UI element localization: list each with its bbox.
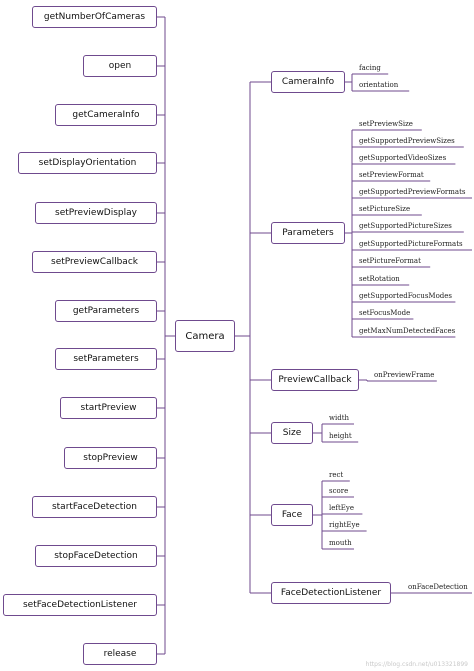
leaf-right-eye: rightEye <box>329 521 360 529</box>
leaf-get-supported-picture-sizes: getSupportedPictureSizes <box>359 222 452 230</box>
group-node-face-detection-listener: FaceDetectionListener <box>271 582 391 604</box>
group-node-camera-info: CameraInfo <box>271 71 345 93</box>
method-node-set-display-orientation: setDisplayOrientation <box>18 152 157 174</box>
leaf-score: score <box>329 487 349 495</box>
leaf-width: width <box>329 414 350 422</box>
group-node-preview-callback: PreviewCallback <box>271 369 359 391</box>
watermark: https://blog.csdn.net/u013321899 <box>365 661 468 668</box>
leaf-facing: facing <box>359 64 381 72</box>
method-node-get-parameters: getParameters <box>55 300 157 322</box>
method-node-open: open <box>83 55 157 77</box>
leaf-on-face-detection: onFaceDetection <box>408 583 468 591</box>
method-node-stop-preview: stopPreview <box>64 447 157 469</box>
leaf-get-max-num-detected-faces: getMaxNumDetectedFaces <box>359 327 456 335</box>
method-node-release: release <box>83 643 157 665</box>
method-node-stop-face-detection: stopFaceDetection <box>35 545 157 567</box>
leaf-set-preview-size: setPreviewSize <box>359 120 413 128</box>
leaf-get-supported-video-sizes: getSupportedVideoSizes <box>359 154 447 162</box>
method-node-get-number-of-cameras: getNumberOfCameras <box>32 6 157 28</box>
leaf-on-preview-frame: onPreviewFrame <box>374 371 435 379</box>
group-node-face: Face <box>271 504 313 526</box>
leaf-set-rotation: setRotation <box>359 275 400 283</box>
leaf-get-supported-focus-modes: getSupportedFocusModes <box>359 292 453 300</box>
leaf-get-supported-preview-formats: getSupportedPreviewFormats <box>359 188 466 196</box>
leaf-rect: rect <box>329 471 344 479</box>
group-node-size: Size <box>271 422 313 444</box>
leaf-get-supported-preview-sizes: getSupportedPreviewSizes <box>359 137 455 145</box>
leaf-get-supported-picture-formats: getSupportedPictureFormats <box>359 240 463 248</box>
method-node-set-face-detection-listener: setFaceDetectionListener <box>3 594 157 616</box>
method-node-set-preview-callback: setPreviewCallback <box>32 251 157 273</box>
center-node-camera: Camera <box>175 320 235 352</box>
leaf-set-focus-mode: setFocusMode <box>359 309 411 317</box>
method-node-start-face-detection: startFaceDetection <box>32 496 157 518</box>
group-node-parameters: Parameters <box>271 222 345 244</box>
method-node-set-preview-display: setPreviewDisplay <box>35 202 157 224</box>
leaf-set-picture-format: setPictureFormat <box>359 257 421 265</box>
leaf-set-picture-size: setPictureSize <box>359 205 411 213</box>
method-node-set-parameters: setParameters <box>55 348 157 370</box>
leaf-height: height <box>329 432 352 440</box>
method-node-get-camera-info: getCameraInfo <box>55 104 157 126</box>
leaf-left-eye: leftEye <box>329 504 354 512</box>
leaf-mouth: mouth <box>329 539 352 547</box>
leaf-set-preview-format: setPreviewFormat <box>359 171 424 179</box>
leaf-orientation: orientation <box>359 81 399 89</box>
method-node-start-preview: startPreview <box>60 397 157 419</box>
